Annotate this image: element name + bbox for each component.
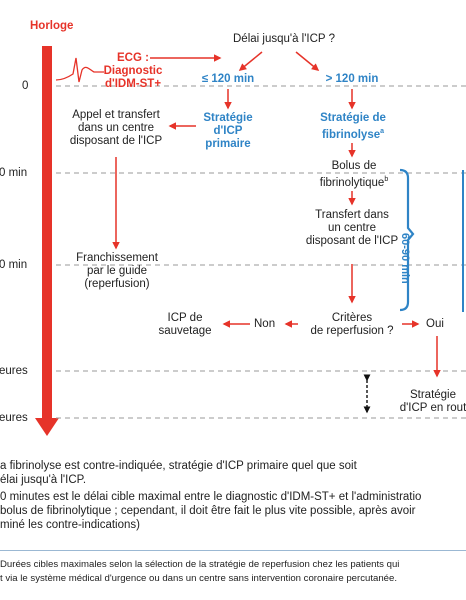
rescue-icp: ICP de sauvetage <box>158 312 212 337</box>
tick-2: 0 min <box>0 259 28 271</box>
footnote-line-2: élai jusqu'à l'ICP. <box>0 474 87 486</box>
clock-label: Horloge <box>30 20 74 32</box>
ecg-trace <box>55 57 104 83</box>
tick-4: eures <box>0 412 28 424</box>
footnote-mark-b: b <box>384 176 389 183</box>
ecg-diagnosis-label: ECG : Diagnostic d'IDM-ST+ <box>103 52 163 90</box>
transfer-to-icp-center: Transfert dans un centre disposant de l'… <box>305 209 399 247</box>
caption-line-1: Durées cibles maximales selon la sélecti… <box>0 559 400 570</box>
tick-0: 0 <box>22 80 29 92</box>
tick-3: eures <box>0 365 28 377</box>
guidewire-crossing: Franchissement par le guide (reperfusion… <box>76 252 158 290</box>
strategy-icp-route: Stratégie d'ICP en rout <box>399 389 466 414</box>
branch-gt-120: > 120 min <box>325 73 379 85</box>
caption-line-2: t via le système médical d'urgence ou da… <box>0 573 398 584</box>
footnote-mark-a: a <box>380 128 385 135</box>
timeline-bar <box>42 46 52 420</box>
strategy-fibrinolysis: Stratégie de fibrinolysea <box>310 112 396 142</box>
flow-arrows <box>112 51 441 378</box>
arrow-delay-to-gt120 <box>295 51 320 71</box>
answer-no: Non <box>254 318 276 330</box>
strategy-primary-icp: Stratégie d'ICP primaire <box>203 112 253 150</box>
arrow-delay-to-le120 <box>238 51 263 71</box>
delay-question: Délai jusqu'à l'ICP ? <box>233 33 335 45</box>
bolus-step: Bolus de fibrinolytiqueb <box>316 160 392 190</box>
timeline-arrowhead <box>35 418 59 436</box>
transfer-step: Appel et transfert dans un centre dispos… <box>69 109 163 147</box>
answer-yes: Oui <box>426 318 444 330</box>
bolus-step-text: Bolus de fibrinolytique <box>319 160 385 189</box>
caption-separator <box>0 550 466 551</box>
bracket-label: 60-90 min <box>399 233 411 284</box>
footnote-line-3: 0 minutes est le délai cible maximal ent… <box>0 491 422 503</box>
reperfusion-criteria: Critères de reperfusion ? <box>310 312 394 337</box>
strategy-fibrinolysis-text: Stratégie de fibrinolyse <box>320 112 386 141</box>
tick-1: 0 min <box>0 167 28 179</box>
footnote-line-1: a fibrinolyse est contre-indiquée, strat… <box>0 460 357 472</box>
footnote-line-4: bolus de fibrinolytique ; cependant, il … <box>0 505 416 517</box>
branch-le-120: ≤ 120 min <box>201 73 255 85</box>
time-bracket <box>399 168 415 312</box>
footnote-line-5: miné les contre-indications) <box>0 519 140 531</box>
